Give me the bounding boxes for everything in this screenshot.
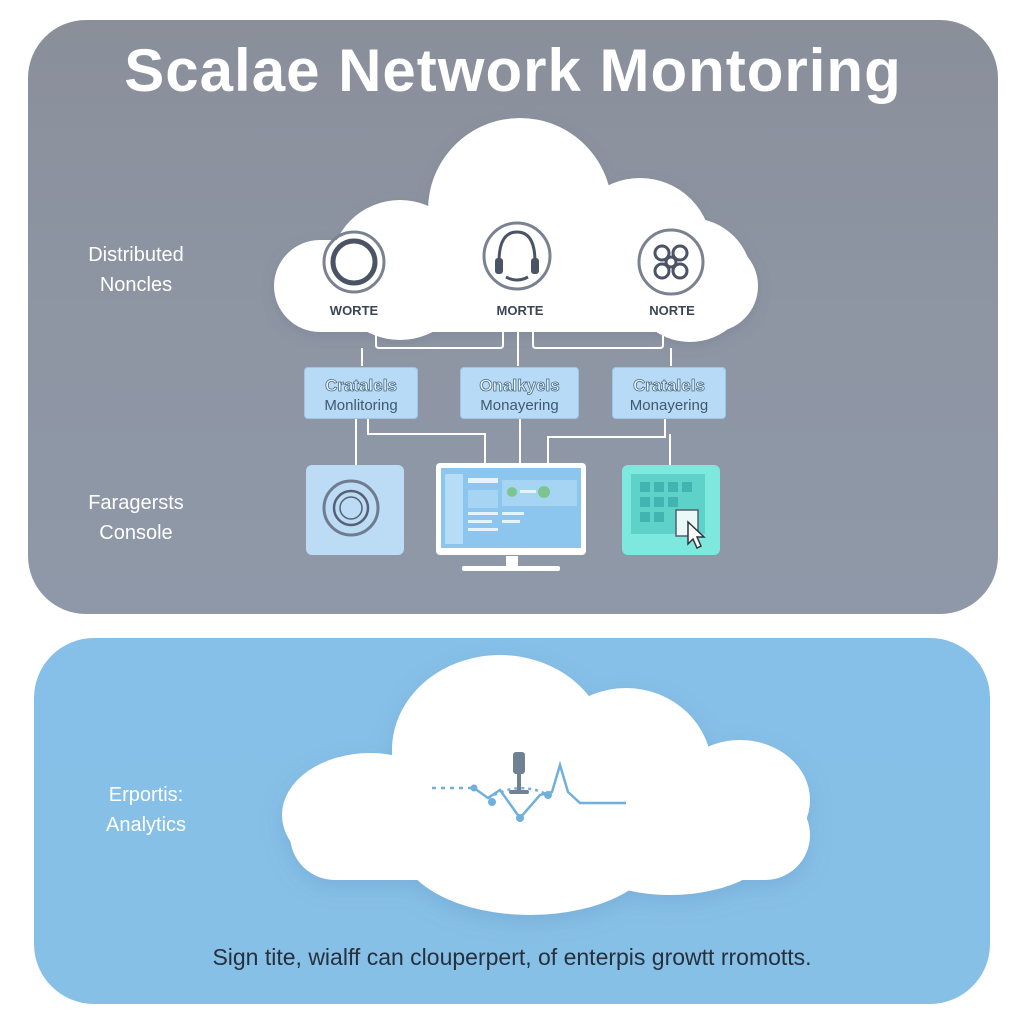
box-title-2: Onalkyels — [479, 376, 560, 396]
box-subtitle-2: Monayering — [480, 397, 559, 414]
node-label-3: NORTE — [649, 303, 695, 318]
bottom-cloud — [282, 655, 810, 915]
distributed-line-1: Distributed — [88, 244, 184, 266]
console-line-1: Faragersts — [88, 492, 184, 514]
console-label: Faragersts Console — [66, 488, 206, 548]
distributed-line-2: Noncles — [99, 274, 173, 296]
target-icon — [322, 230, 386, 294]
analytics-label: Erportis: Analytics — [76, 780, 216, 840]
analytics-line-2: Analytics — [105, 814, 187, 836]
probe-icon — [509, 752, 529, 794]
signal-nodes — [470, 784, 552, 822]
monitoring-box-2[interactable]: Onalkyels Monayering — [460, 367, 579, 419]
headset-icon — [482, 221, 552, 291]
box-title-1: Cratalels — [325, 376, 398, 396]
console-line-2: Console — [99, 522, 173, 544]
box-subtitle-3: Monayering — [629, 397, 709, 414]
node-label-2: MORTE — [497, 303, 544, 318]
monitor-dashboard-icon — [436, 463, 586, 571]
node-label-1: WORTE — [330, 303, 379, 318]
cluster-icon — [637, 228, 705, 296]
box-subtitle-1: Monlitoring — [324, 397, 398, 414]
distributed-nodes-label: Distributed Noncles — [66, 240, 206, 300]
monitoring-box-1[interactable]: Cratalels Monlitoring — [304, 367, 418, 419]
box-title-3: Cratalels — [633, 376, 706, 396]
connector-lines — [355, 332, 672, 466]
footer-caption: Sign tite, wialff can clouperpert, of en… — [212, 944, 812, 970]
page-title: Scalae Network Montoring — [124, 37, 902, 104]
device-target-icon — [306, 465, 404, 555]
grid-cursor-icon — [622, 465, 720, 555]
monitoring-box-3[interactable]: Cratalels Monayering — [612, 367, 726, 419]
analytics-line-1: Erportis: — [108, 784, 184, 806]
top-cloud — [274, 118, 758, 342]
